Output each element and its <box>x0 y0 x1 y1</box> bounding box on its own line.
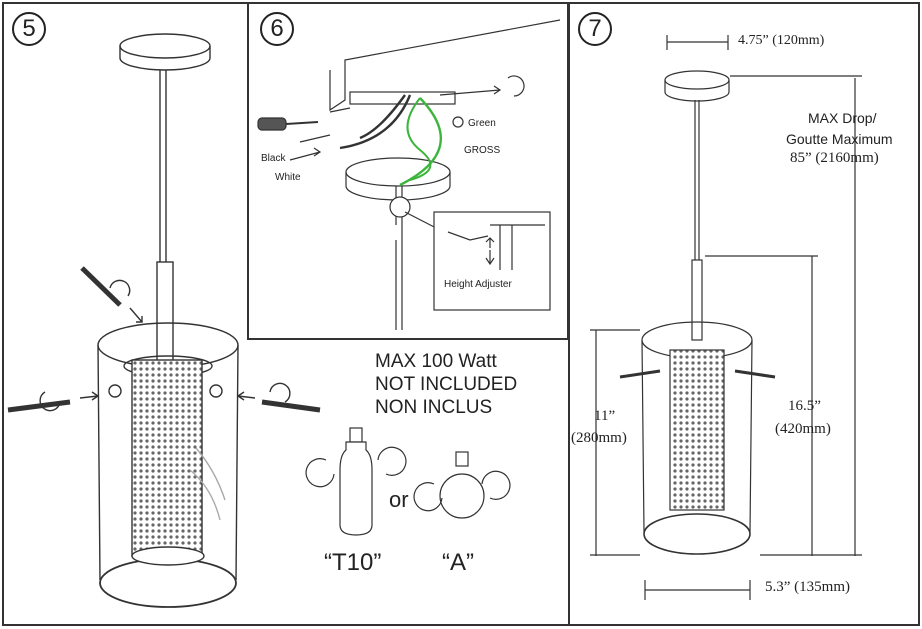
white-wire-label: White <box>275 172 301 183</box>
or-text: or <box>389 487 409 512</box>
t10-bulb-label: “T10” <box>324 549 382 576</box>
max-drop-label: MAX Drop/ <box>808 110 877 126</box>
bulb-drawings <box>305 427 511 536</box>
step-7-badge: 7 <box>578 12 612 46</box>
height-adjuster-label: Height Adjuster <box>444 279 512 290</box>
step6-wiring-drawing <box>257 19 561 330</box>
body-height-label: 16.5” <box>788 398 821 414</box>
step5-pendant-drawing <box>7 33 321 608</box>
step7-dimension-drawing <box>590 35 862 600</box>
black-wire-label: Black <box>261 153 286 164</box>
green-wire-label: Green <box>468 118 496 129</box>
not-included-text: NOT INCLUDED <box>375 374 518 395</box>
shade-height-label: 11” <box>594 408 616 424</box>
max-drop-value: 85” (2160mm) <box>790 150 879 166</box>
step-7-panel <box>568 2 920 626</box>
body-height-mm: (420mm) <box>775 421 831 437</box>
max-drop-fr-label: Goutte Maximum <box>786 131 893 147</box>
bulb-warning: MAX 100 Watt NOT INCLUDED NON INCLUS <box>375 350 517 419</box>
shade-height-mm: (280mm) <box>571 430 627 446</box>
gross-label: GROSS <box>464 145 501 156</box>
shade-width-label: 5.3” (135mm) <box>765 579 850 595</box>
a-bulb-label: “A” <box>442 549 474 576</box>
canopy-width-label: 4.75” (120mm) <box>738 33 825 48</box>
step-6-badge: 6 <box>260 12 294 46</box>
step-5-badge: 5 <box>12 12 46 46</box>
max-watt-text: MAX 100 Watt <box>375 351 497 372</box>
non-inclus-text: NON INCLUS <box>375 397 493 418</box>
